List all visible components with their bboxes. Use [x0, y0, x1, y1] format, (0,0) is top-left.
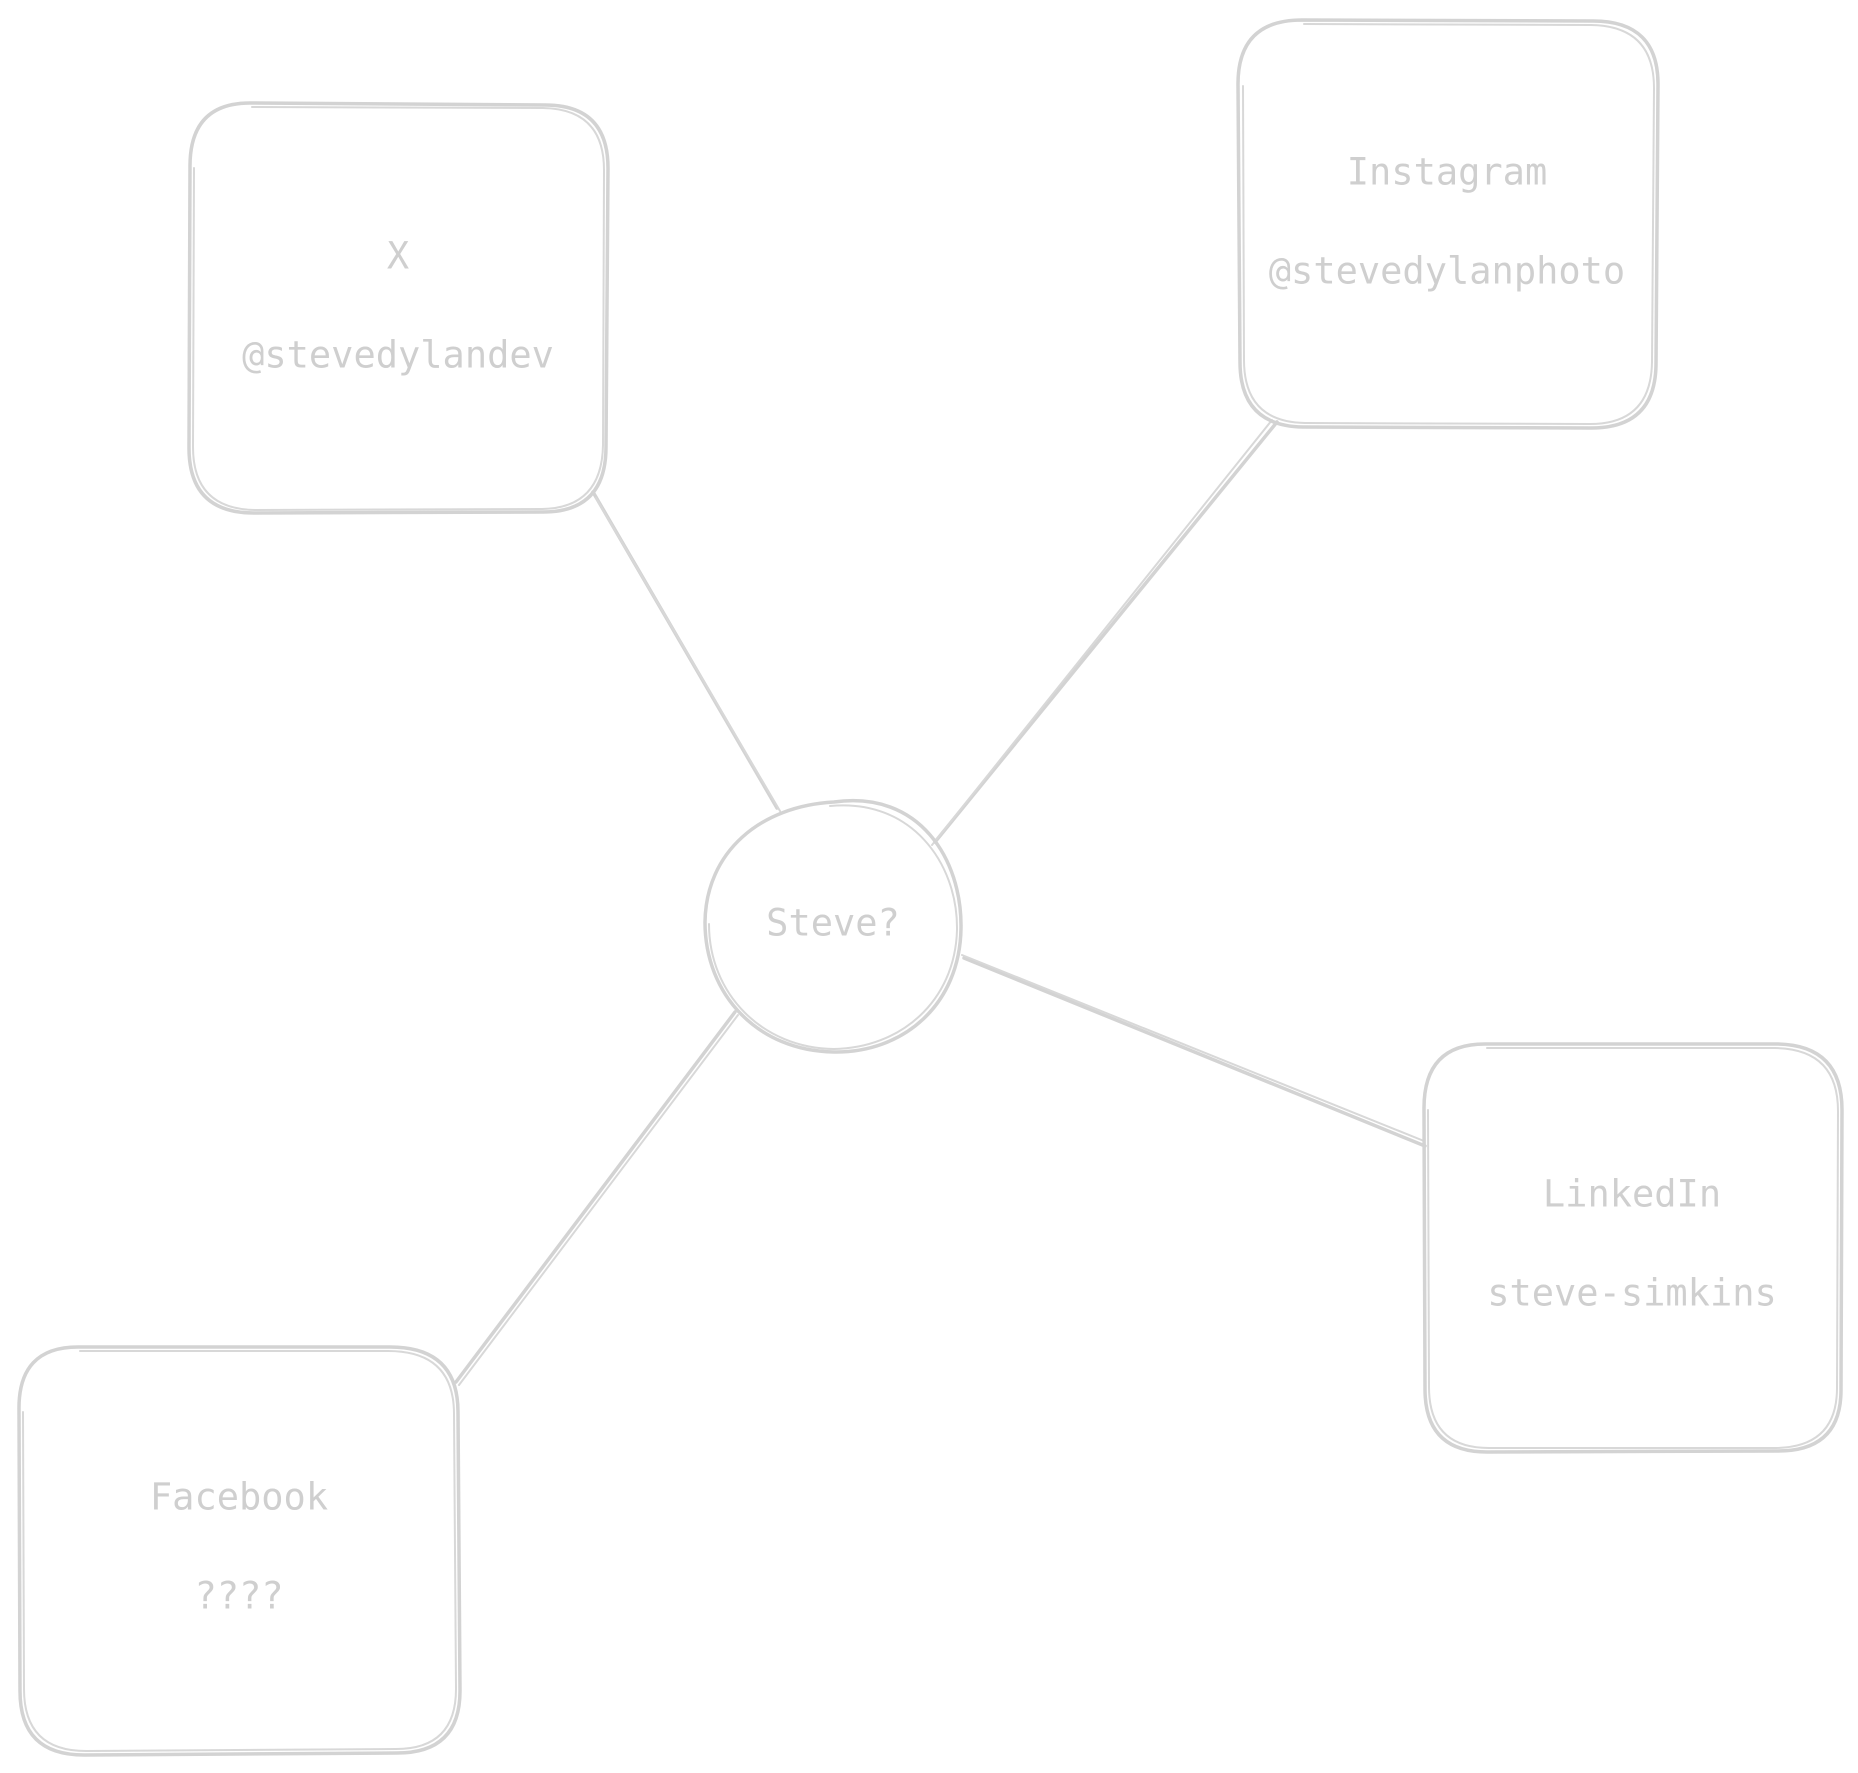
connector-linkedin	[962, 956, 1427, 1148]
node-x-handle: @stevedylandev	[242, 334, 554, 377]
node-x[interactable]: X @stevedylandev	[187, 101, 610, 515]
node-facebook-handle: ????	[194, 1575, 283, 1618]
connectors	[454, 419, 1427, 1386]
node-linkedin-handle: steve-simkins	[1487, 1272, 1777, 1315]
connector-instagram	[933, 420, 1279, 844]
node-x-box	[187, 101, 610, 515]
center-label: Steve?	[766, 902, 900, 945]
node-instagram-title: Instagram	[1347, 151, 1547, 194]
center-circle	[703, 798, 963, 1054]
node-facebook-title: Facebook	[150, 1476, 328, 1519]
node-instagram-handle: @stevedylanphoto	[1269, 250, 1625, 293]
node-linkedin-box	[1422, 1042, 1844, 1454]
node-facebook-box	[17, 1345, 462, 1757]
node-linkedin-title: LinkedIn	[1543, 1173, 1721, 1216]
node-instagram-box	[1236, 18, 1660, 430]
connector-facebook	[454, 1010, 737, 1384]
node-x-title: X	[387, 235, 409, 278]
center-node[interactable]: Steve?	[703, 798, 963, 1054]
node-instagram[interactable]: Instagram @stevedylanphoto	[1236, 18, 1660, 430]
node-facebook[interactable]: Facebook ????	[17, 1345, 462, 1757]
node-linkedin[interactable]: LinkedIn steve-simkins	[1422, 1042, 1844, 1454]
